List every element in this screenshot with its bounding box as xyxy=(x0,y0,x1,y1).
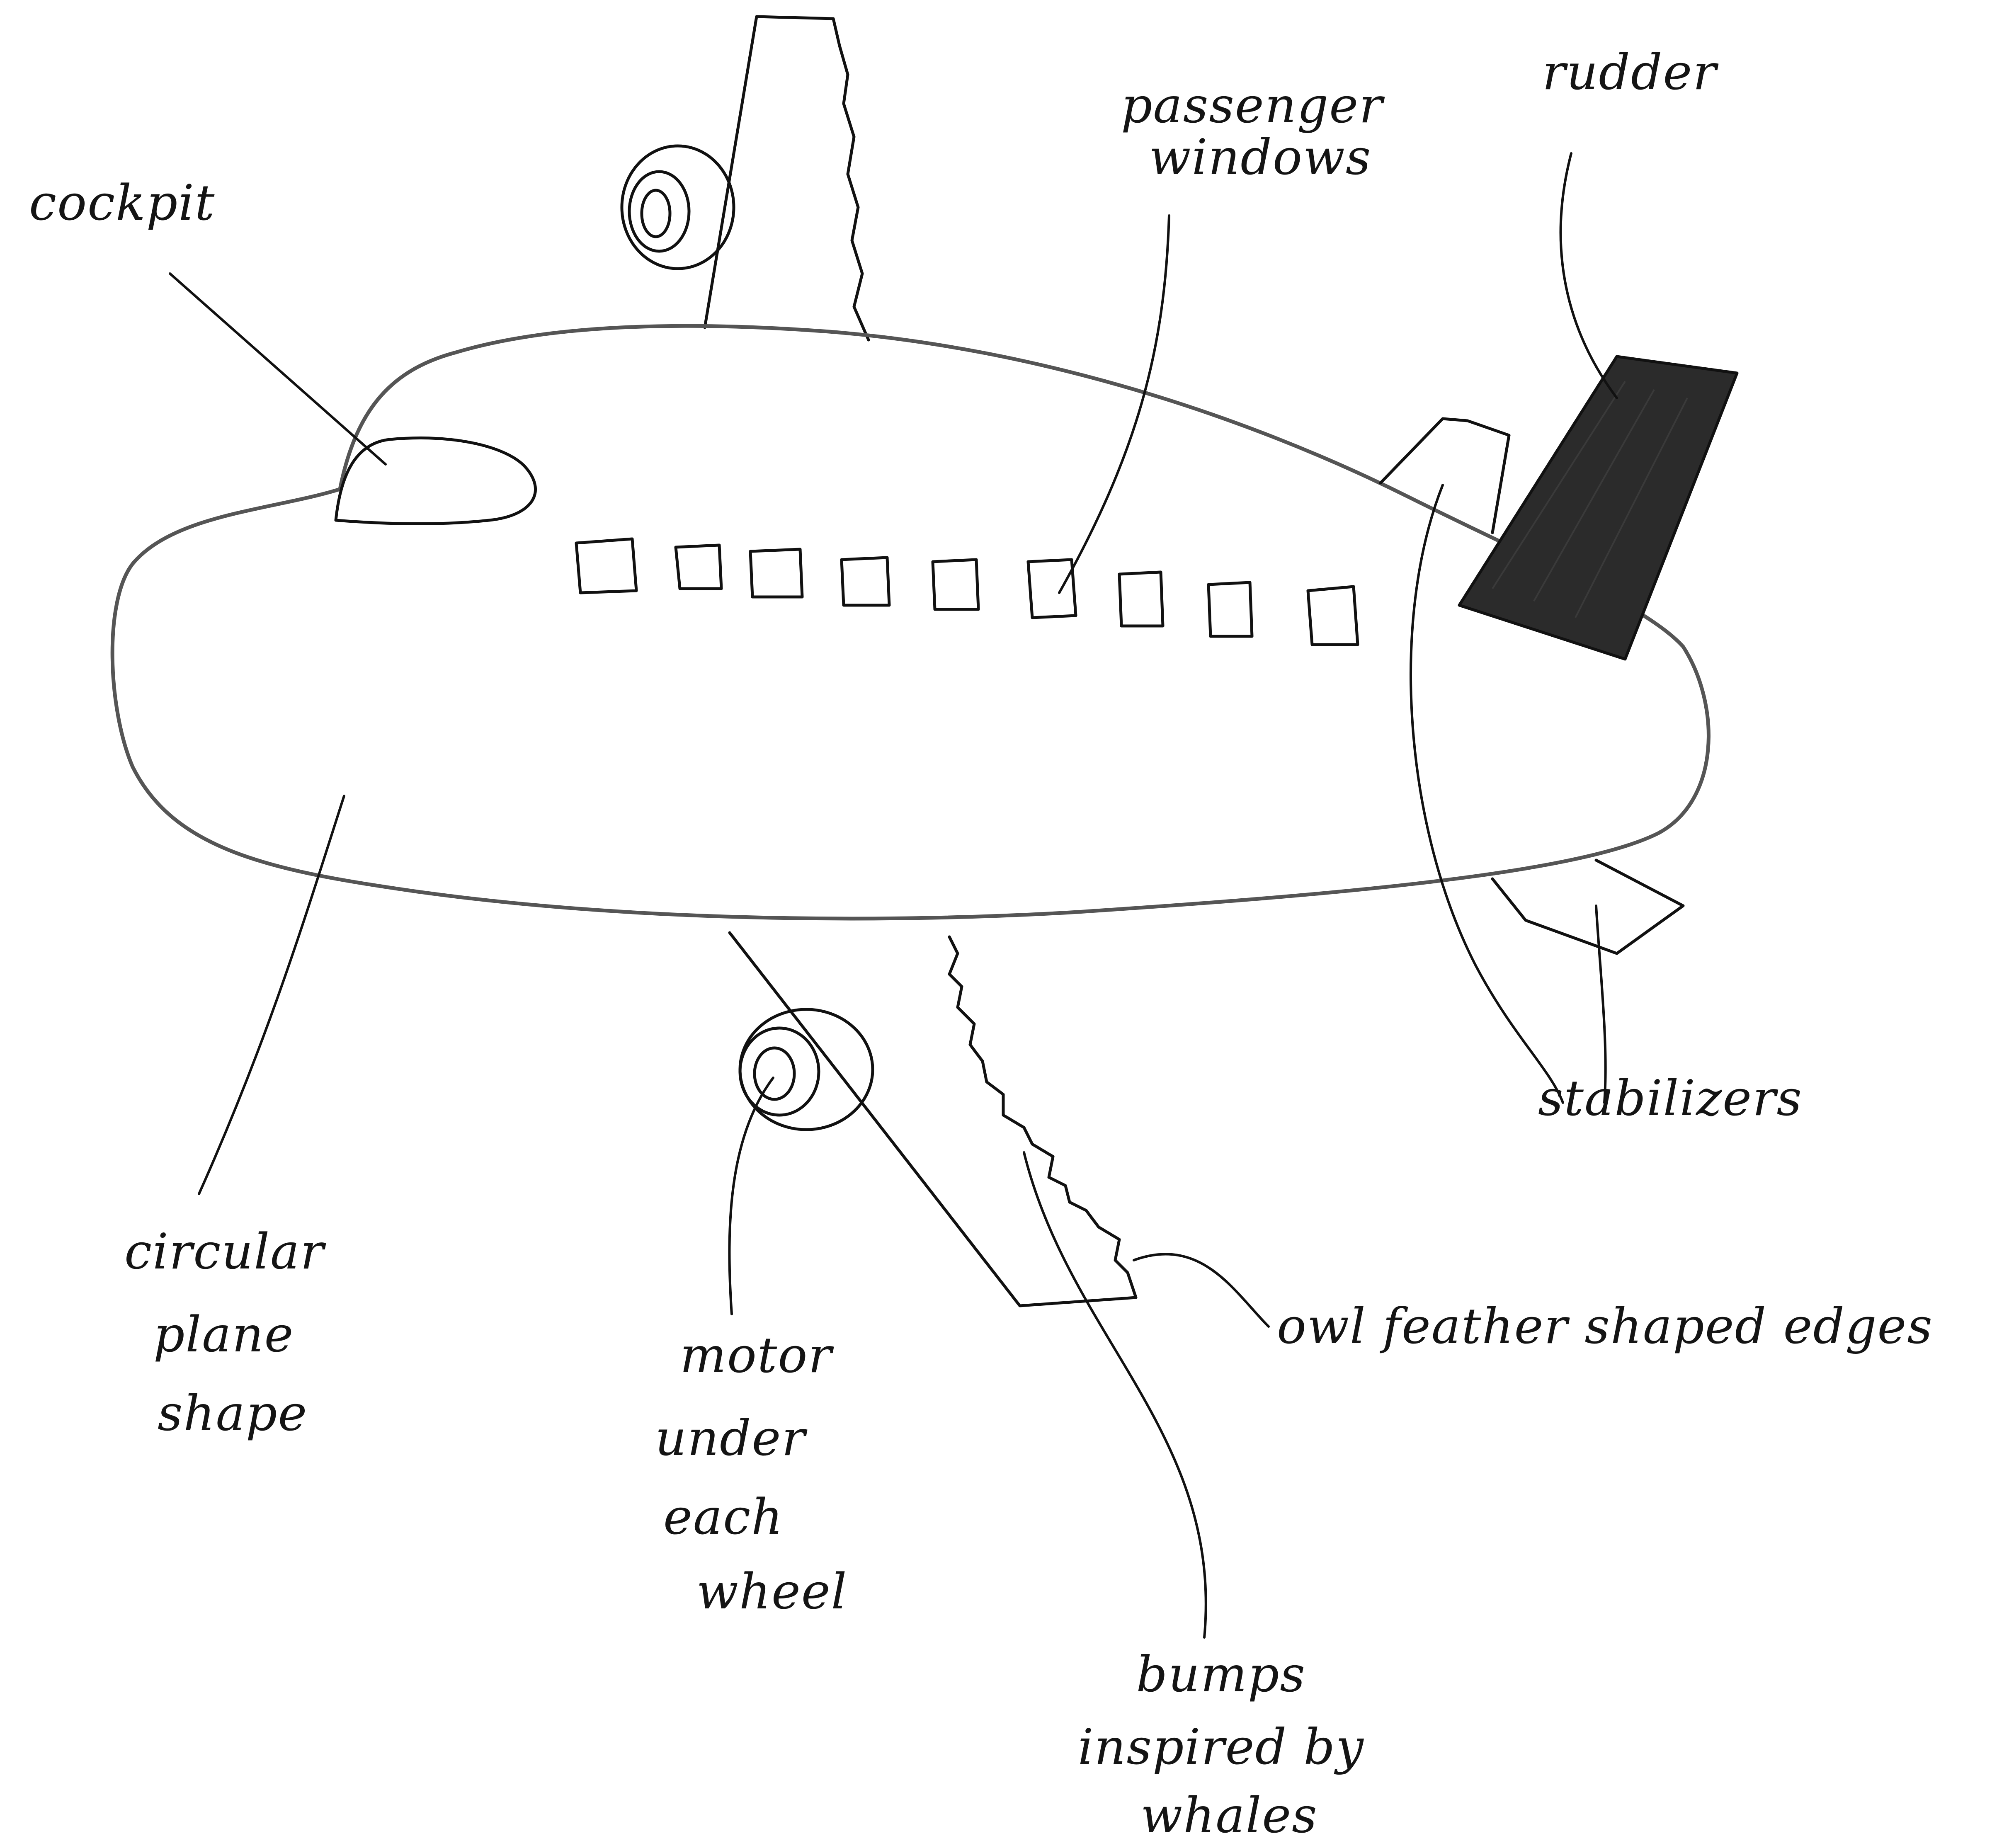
window xyxy=(1207,581,1254,638)
label-motor-line-1: motor xyxy=(680,1327,834,1384)
window xyxy=(931,558,980,611)
label-bumps-line-2: inspired by xyxy=(1078,1718,1364,1775)
label-circular-plane-shape: circular plane shape xyxy=(124,1223,341,1442)
lower-wing xyxy=(728,931,1138,1307)
upper-stabilizer xyxy=(1379,417,1511,534)
label-stabilizers: stabilizers xyxy=(1538,1070,1803,1127)
window xyxy=(1118,570,1165,628)
label-circular-plane-shape-line-1: circular xyxy=(124,1223,326,1280)
leader-passenger-windows xyxy=(1058,214,1170,594)
lower-motor xyxy=(738,1008,874,1131)
label-motor-line-2: under xyxy=(655,1409,808,1467)
leader-lines xyxy=(169,152,1618,1639)
cockpit xyxy=(334,436,537,525)
label-bumps-line-3: whales xyxy=(1140,1787,1317,1844)
window xyxy=(575,537,638,594)
leader-stabilizer-lower xyxy=(1595,905,1607,1104)
label-owl-feather-edges: owl feather shaped edges xyxy=(1277,1297,1933,1355)
fuselage xyxy=(110,324,1711,921)
label-rudder: rudder xyxy=(1542,44,1719,101)
rudder xyxy=(1458,355,1739,661)
label-motor-under-each-wheel: motor under each wheel xyxy=(655,1327,849,1620)
leader-bumps xyxy=(1023,1151,1207,1639)
lower-stabilizer xyxy=(1491,859,1685,955)
window xyxy=(749,548,804,599)
label-cockpit: cockpit xyxy=(29,174,215,231)
leader-motor xyxy=(728,1077,774,1315)
window xyxy=(1306,585,1359,646)
upper-wing xyxy=(703,15,870,342)
label-passenger-windows-line-1: passenger xyxy=(1121,77,1385,134)
leader-owl-feather xyxy=(1133,1253,1270,1328)
leader-cockpit xyxy=(169,272,387,466)
label-passenger-windows-line-2: windows xyxy=(1149,129,1372,186)
labels: cockpit passenger windows rudder stabili… xyxy=(29,44,1933,1844)
passenger-windows xyxy=(575,537,1359,646)
label-passenger-windows: passenger windows xyxy=(1121,77,1400,186)
leader-stabilizer-upper xyxy=(1410,484,1564,1104)
window xyxy=(674,543,723,590)
leader-circular-plane-shape xyxy=(198,795,345,1195)
label-bumps-inspired-by-whales: bumps inspired by whales xyxy=(1078,1646,1381,1844)
label-motor-line-3: each xyxy=(663,1488,784,1545)
leader-rudder xyxy=(1559,152,1618,399)
label-motor-line-4: wheel xyxy=(696,1563,847,1620)
window xyxy=(840,556,891,607)
window xyxy=(1026,558,1077,619)
label-circular-plane-shape-line-2: plane xyxy=(153,1306,294,1363)
upper-motor xyxy=(620,144,735,270)
label-circular-plane-shape-line-3: shape xyxy=(158,1385,308,1442)
label-bumps-line-1: bumps xyxy=(1136,1646,1306,1703)
